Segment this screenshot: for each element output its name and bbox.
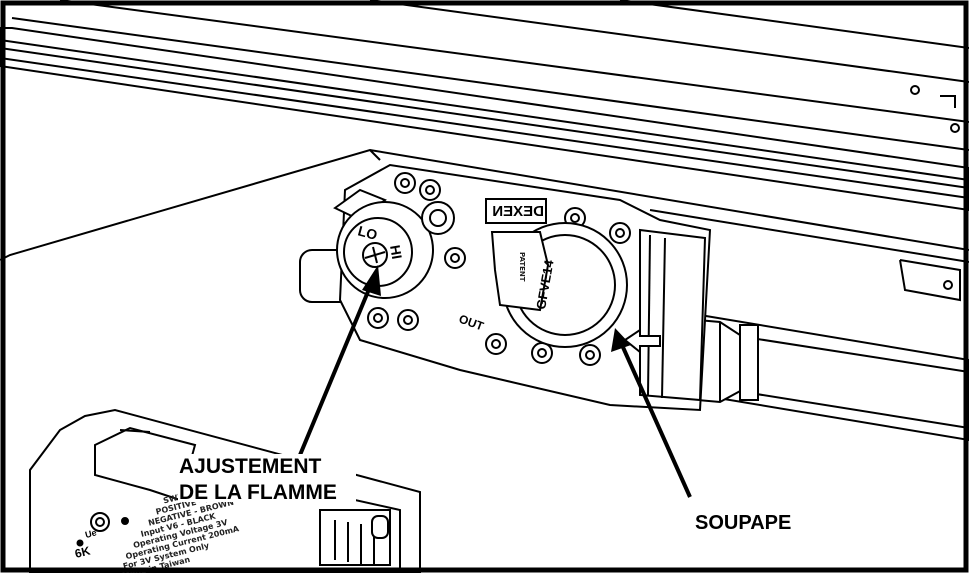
valve-label-bg xyxy=(693,510,813,532)
module-code: 6K xyxy=(73,544,92,561)
flame-adjust-knob: LO HI xyxy=(336,201,455,299)
flame-adjust-label-line1: AJUSTEMENT xyxy=(179,455,322,478)
valve-arrow-head-icon xyxy=(611,328,631,352)
hi-mark: HI xyxy=(387,244,405,261)
brand-stamp: DEXEN xyxy=(485,198,547,224)
flame-adjust-label-line2: DE LA FLAMME xyxy=(179,481,337,504)
brand-mark: DEXEN xyxy=(492,203,544,220)
lo-mark: LO xyxy=(356,222,379,243)
valve-label: SOUPAPE xyxy=(695,512,791,534)
module-mark: Ue xyxy=(84,527,98,539)
burner-rail xyxy=(0,0,969,212)
flow-arrow-icon xyxy=(623,328,661,355)
body-screws xyxy=(367,172,631,366)
callout-arrows xyxy=(298,265,692,498)
patent-mark: PATENT xyxy=(518,252,526,282)
flame-adjust-arrow-line xyxy=(298,281,374,456)
flame-adjust-label-bg xyxy=(178,454,356,502)
regulator-dome: PATENT GFVE14 xyxy=(490,222,628,348)
valve-arrow-line xyxy=(620,344,692,498)
flame-adjust-arrow-head-icon xyxy=(362,265,381,296)
